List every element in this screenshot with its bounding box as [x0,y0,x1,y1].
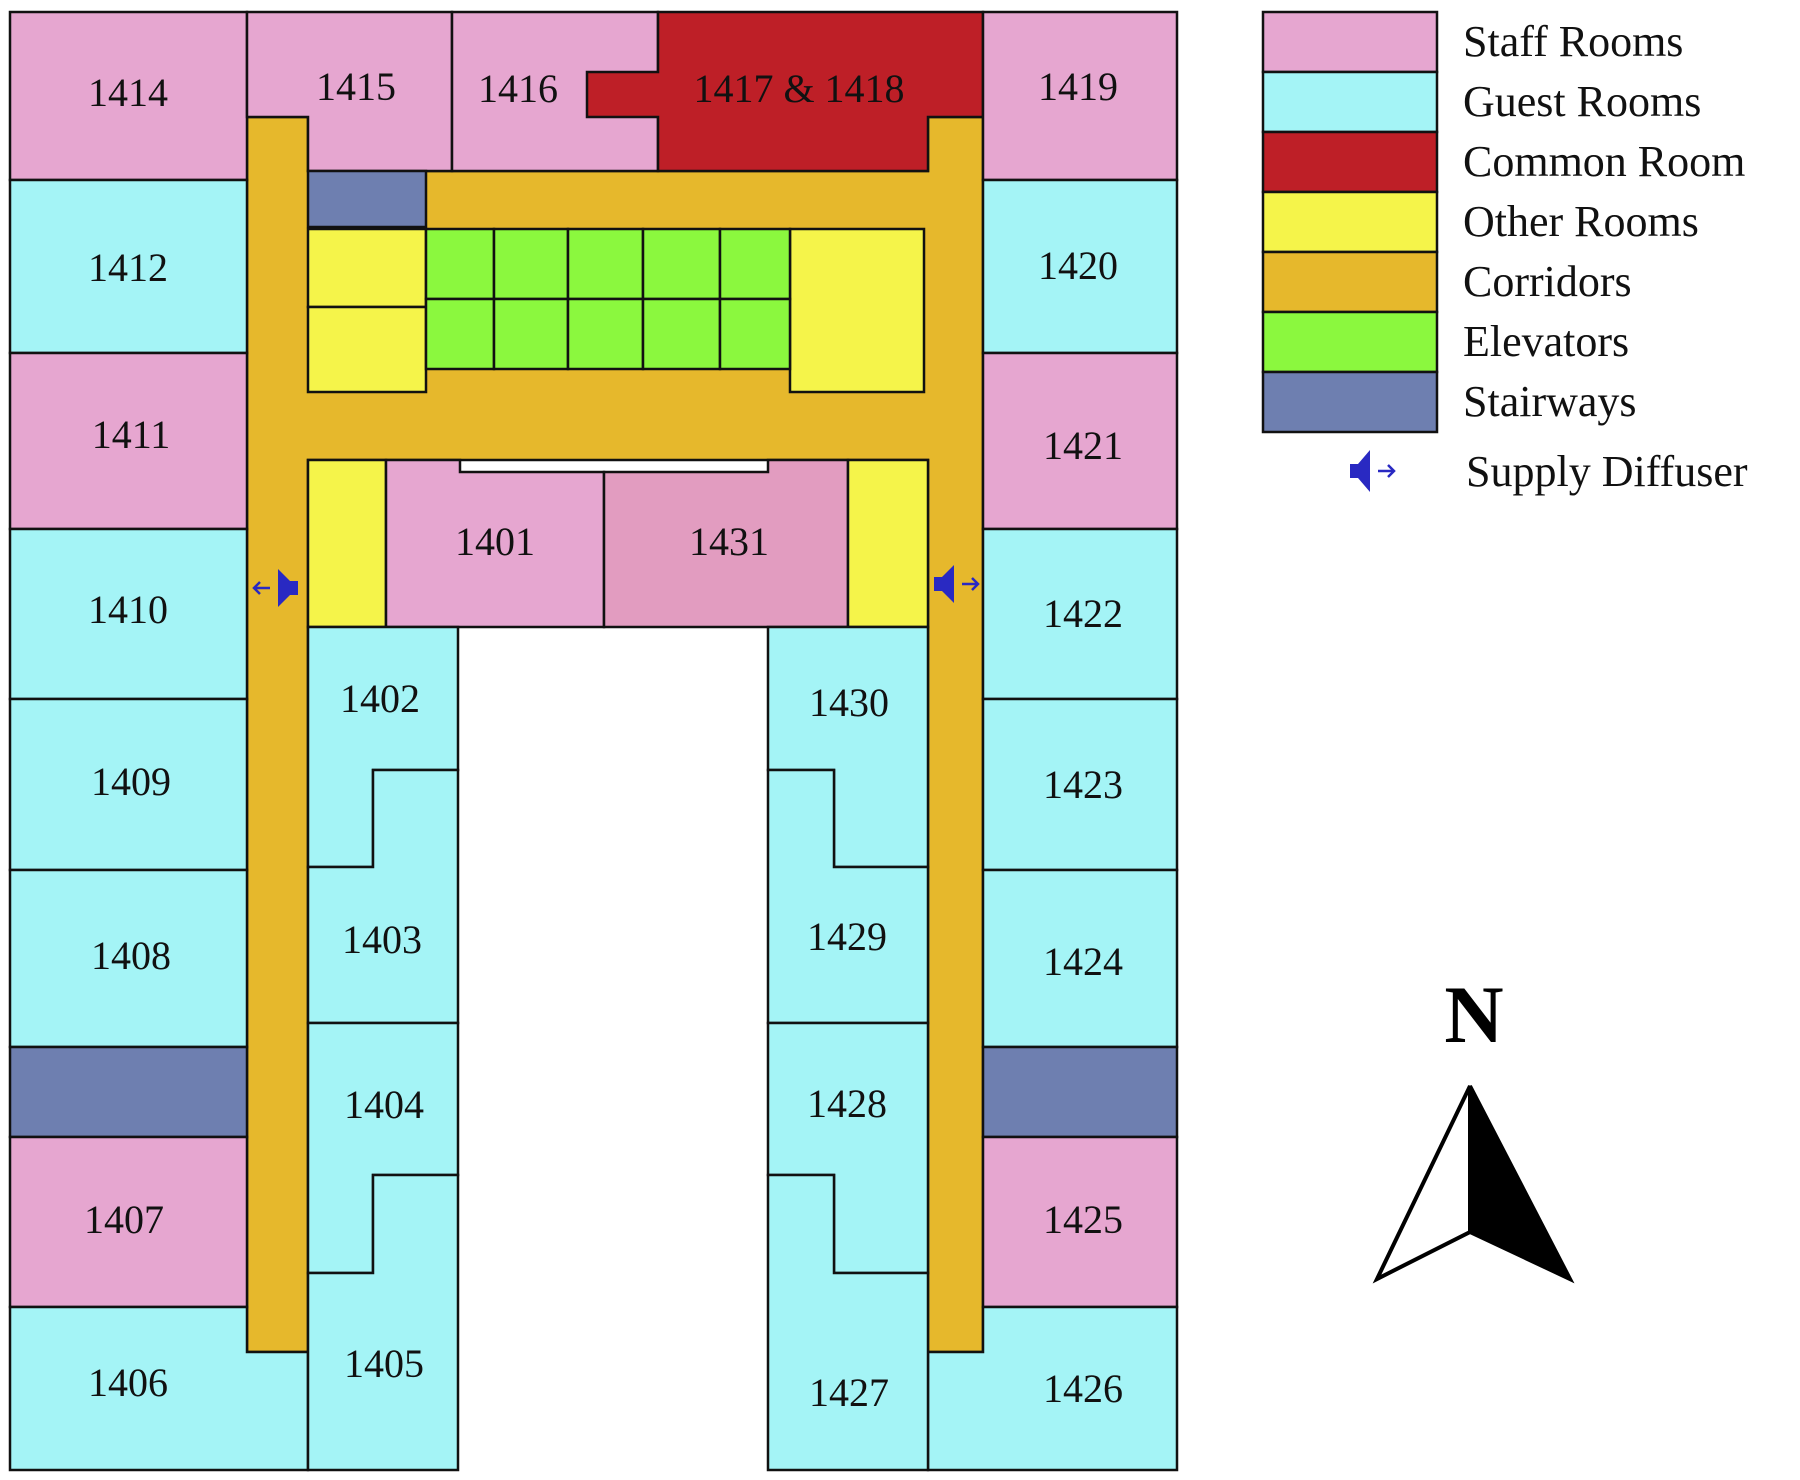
stairway-core [306,169,428,229]
room-label-1412: 1412 [88,245,168,290]
room-label-1410: 1410 [88,587,168,632]
room-label-1402: 1402 [340,676,420,721]
legend-label-stairways: Stairways [1463,377,1637,426]
other-room-west-small [306,458,388,629]
diffuser-body [1350,464,1358,478]
legend-swatch-common-room [1261,130,1439,194]
room-label-1404: 1404 [344,1082,424,1127]
room-label-1419: 1419 [1038,64,1118,109]
elevator-5 [718,227,792,301]
legend-swatch-guest-rooms [1261,70,1439,134]
room-label-1431: 1431 [689,519,769,564]
room-label-1422: 1422 [1043,591,1123,636]
room-label-1403: 1403 [342,917,422,962]
elevator-2 [492,227,570,301]
room-1407 [8,1135,249,1309]
north-label: N [1444,969,1503,1060]
room-1421 [981,351,1179,531]
north-arrow-icon [1372,1085,1575,1284]
diffuser-cone [942,565,954,603]
room-1419 [981,10,1179,182]
elevator-10 [718,297,792,371]
room-1412 [8,178,249,355]
room-1409 [8,697,249,872]
room-label-1429: 1429 [807,914,887,959]
legend-swatch-other-rooms [1261,190,1439,254]
room-label-1415: 1415 [316,64,396,109]
supply-diffuser-west-icon [252,569,298,607]
room-label-1425: 1425 [1043,1197,1123,1242]
room-label-1409: 1409 [91,759,171,804]
room-label-1428: 1428 [807,1081,887,1126]
diffuser-body [934,577,942,591]
legend-diffuser-icon [1350,450,1396,492]
legend-label-guest-rooms: Guest Rooms [1463,77,1701,126]
elevator-1 [424,227,496,301]
room-label-1416: 1416 [478,66,558,111]
room-1411 [8,351,249,531]
stairway-east [981,1045,1179,1139]
legend-swatch-staff-rooms [1261,10,1439,74]
legend-label-staff-rooms: Staff Rooms [1463,17,1683,66]
north-arrow-right-half [1468,1085,1575,1284]
elevator-4 [641,227,722,301]
room-label-1401: 1401 [455,519,535,564]
legend-label-corridors: Corridors [1463,257,1632,306]
room-label-1430: 1430 [809,680,889,725]
elevator-6 [424,297,496,371]
room-label-1426: 1426 [1043,1366,1123,1411]
elevator-8 [566,297,645,371]
room-label-1420: 1420 [1038,243,1118,288]
legend-label-common-room: Common Room [1463,137,1745,186]
room-1420 [981,178,1179,355]
room-1422 [981,527,1179,701]
other-room-core-right [788,227,926,394]
elevator-3 [566,227,645,301]
room-1410 [8,527,249,701]
supply-diffuser-east-icon [934,565,980,603]
diffuser-cone [278,569,290,607]
other-room-core-top-left [306,227,428,309]
room-1427 [766,1173,930,1472]
diffuser-arrow [1378,464,1396,478]
elevator-7 [492,297,570,371]
room-label-1414: 1414 [88,70,168,115]
room-label-1408: 1408 [91,933,171,978]
diffuser-cone [1358,450,1370,492]
legend-label-supply-diffuser: Supply Diffuser [1466,447,1748,496]
other-room-east-small [846,458,930,629]
other-room-core-bottom-left [306,305,428,394]
room-label-1417-1418: 1417 & 1418 [693,66,904,111]
room-label-1427: 1427 [809,1370,889,1415]
legend-swatch-corridors [1261,250,1439,314]
diffuser-body [290,581,298,595]
room-label-1407: 1407 [84,1197,164,1242]
diffuser-arrow [962,577,980,591]
diffuser-arrow [252,581,270,595]
legend-swatch-elevators [1261,310,1439,374]
stairway-west [8,1045,249,1139]
room-1423 [981,697,1179,872]
legend-swatch-stairways [1261,370,1439,434]
room-label-1411: 1411 [92,412,171,457]
legend-label-other-rooms: Other Rooms [1463,197,1699,246]
legend-label-elevators: Elevators [1463,317,1629,366]
room-1408 [8,868,249,1049]
room-label-1421: 1421 [1043,423,1123,468]
room-label-1424: 1424 [1043,939,1123,984]
room-1405 [306,1173,460,1472]
elevator-9 [641,297,722,371]
room-label-1405: 1405 [344,1341,424,1386]
north-arrow-left-half [1372,1085,1472,1284]
room-label-1423: 1423 [1043,762,1123,807]
room-label-1406: 1406 [88,1360,168,1405]
